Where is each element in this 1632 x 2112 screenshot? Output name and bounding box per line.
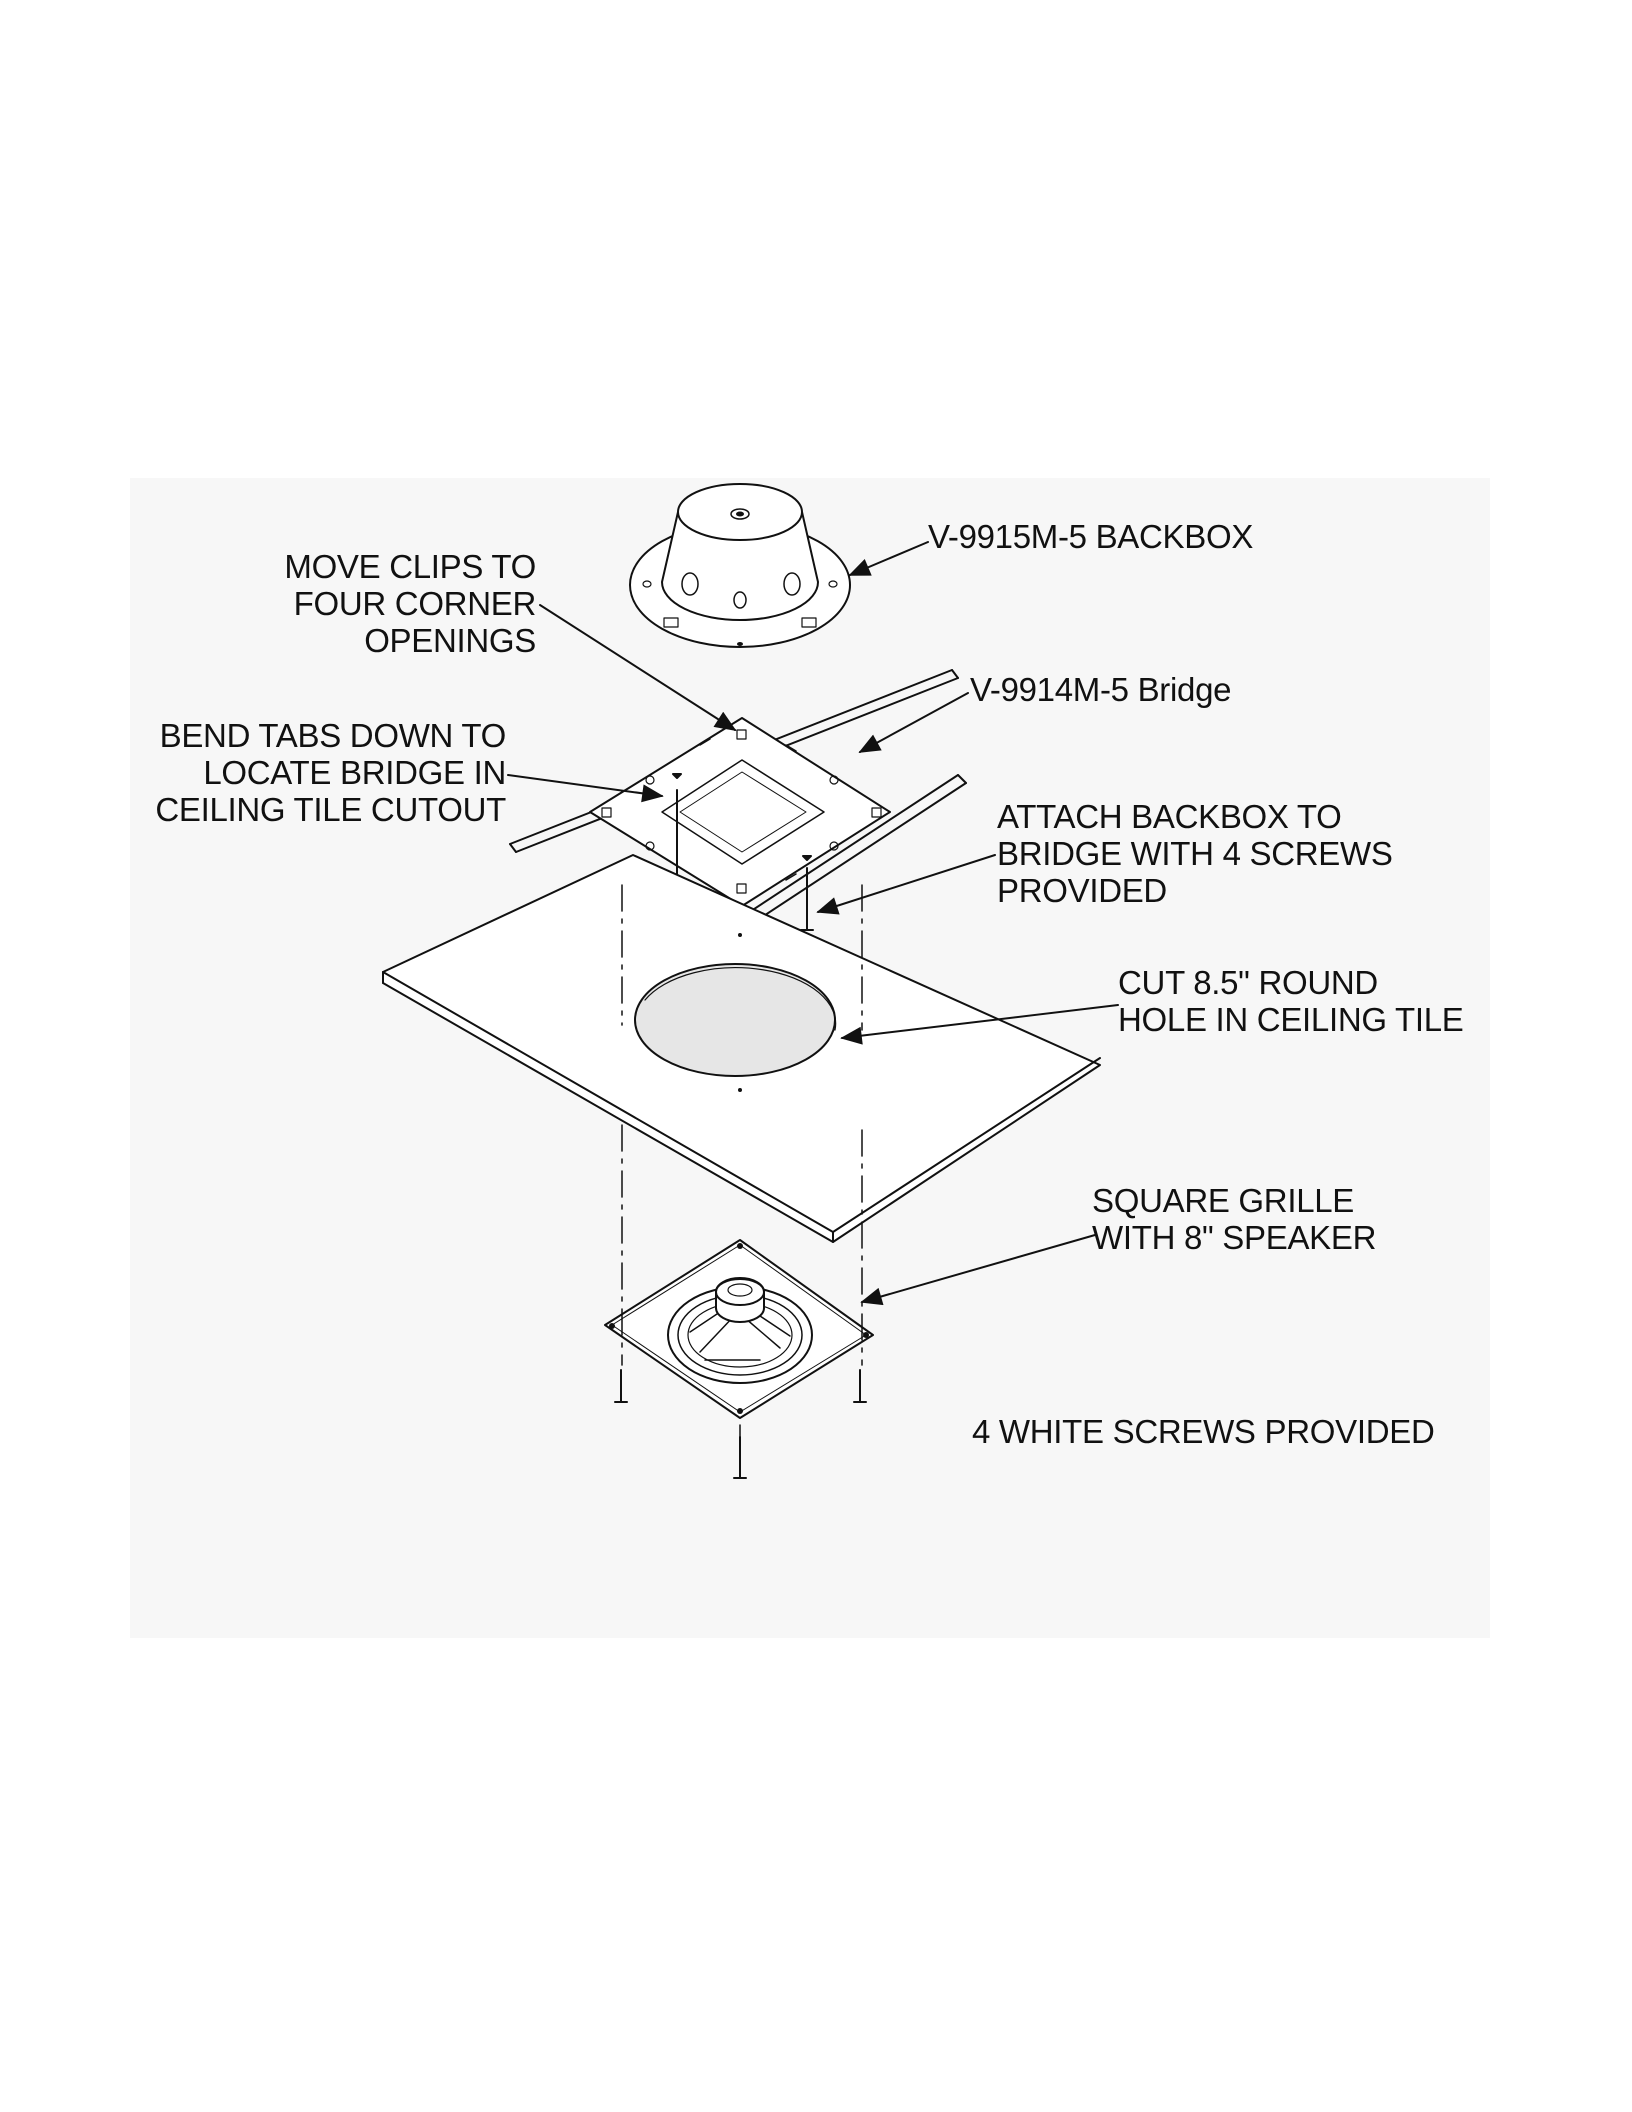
label-attach-backbox-line-2: BRIDGE WITH 4 SCREWS	[997, 835, 1393, 872]
label-bend-tabs: BEND TABS DOWN TO LOCATE BRIDGE IN CEILI…	[140, 717, 506, 828]
label-square-grille-line-1: SQUARE GRILLE	[1092, 1182, 1376, 1219]
backbox-part	[630, 484, 850, 647]
label-attach-backbox-line-1: ATTACH BACKBOX TO	[997, 798, 1393, 835]
ceiling-tile-part	[383, 855, 1100, 1242]
ceiling-tile-cutout-hole	[635, 964, 835, 1076]
label-move-clips: MOVE CLIPS TO FOUR CORNER OPENINGS	[240, 548, 536, 659]
label-bend-tabs-line-1: BEND TABS DOWN TO	[140, 717, 506, 754]
label-attach-backbox: ATTACH BACKBOX TO BRIDGE WITH 4 SCREWS P…	[997, 798, 1393, 909]
leader-grille	[862, 1235, 1095, 1302]
label-move-clips-line-3: OPENINGS	[240, 622, 536, 659]
label-bridge: V-9914M-5 Bridge	[970, 671, 1231, 708]
label-square-grille: SQUARE GRILLE WITH 8" SPEAKER	[1092, 1182, 1376, 1256]
label-bend-tabs-line-3: CEILING TILE CUTOUT	[140, 791, 506, 828]
leader-backbox	[850, 542, 928, 575]
label-move-clips-line-1: MOVE CLIPS TO	[240, 548, 536, 585]
label-bend-tabs-line-2: LOCATE BRIDGE IN	[140, 754, 506, 791]
label-attach-backbox-line-3: PROVIDED	[997, 872, 1393, 909]
label-move-clips-line-2: FOUR CORNER	[240, 585, 536, 622]
label-square-grille-line-2: WITH 8" SPEAKER	[1092, 1219, 1376, 1256]
label-cut-hole-line-2: HOLE IN CEILING TILE	[1118, 1001, 1464, 1038]
label-white-screws: 4 WHITE SCREWS PROVIDED	[972, 1413, 1434, 1450]
leader-bridge	[860, 693, 968, 752]
label-cut-hole-line-1: CUT 8.5" ROUND	[1118, 964, 1464, 1001]
label-backbox: V-9915M-5 BACKBOX	[928, 518, 1253, 555]
label-cut-hole: CUT 8.5" ROUND HOLE IN CEILING TILE	[1118, 964, 1464, 1038]
